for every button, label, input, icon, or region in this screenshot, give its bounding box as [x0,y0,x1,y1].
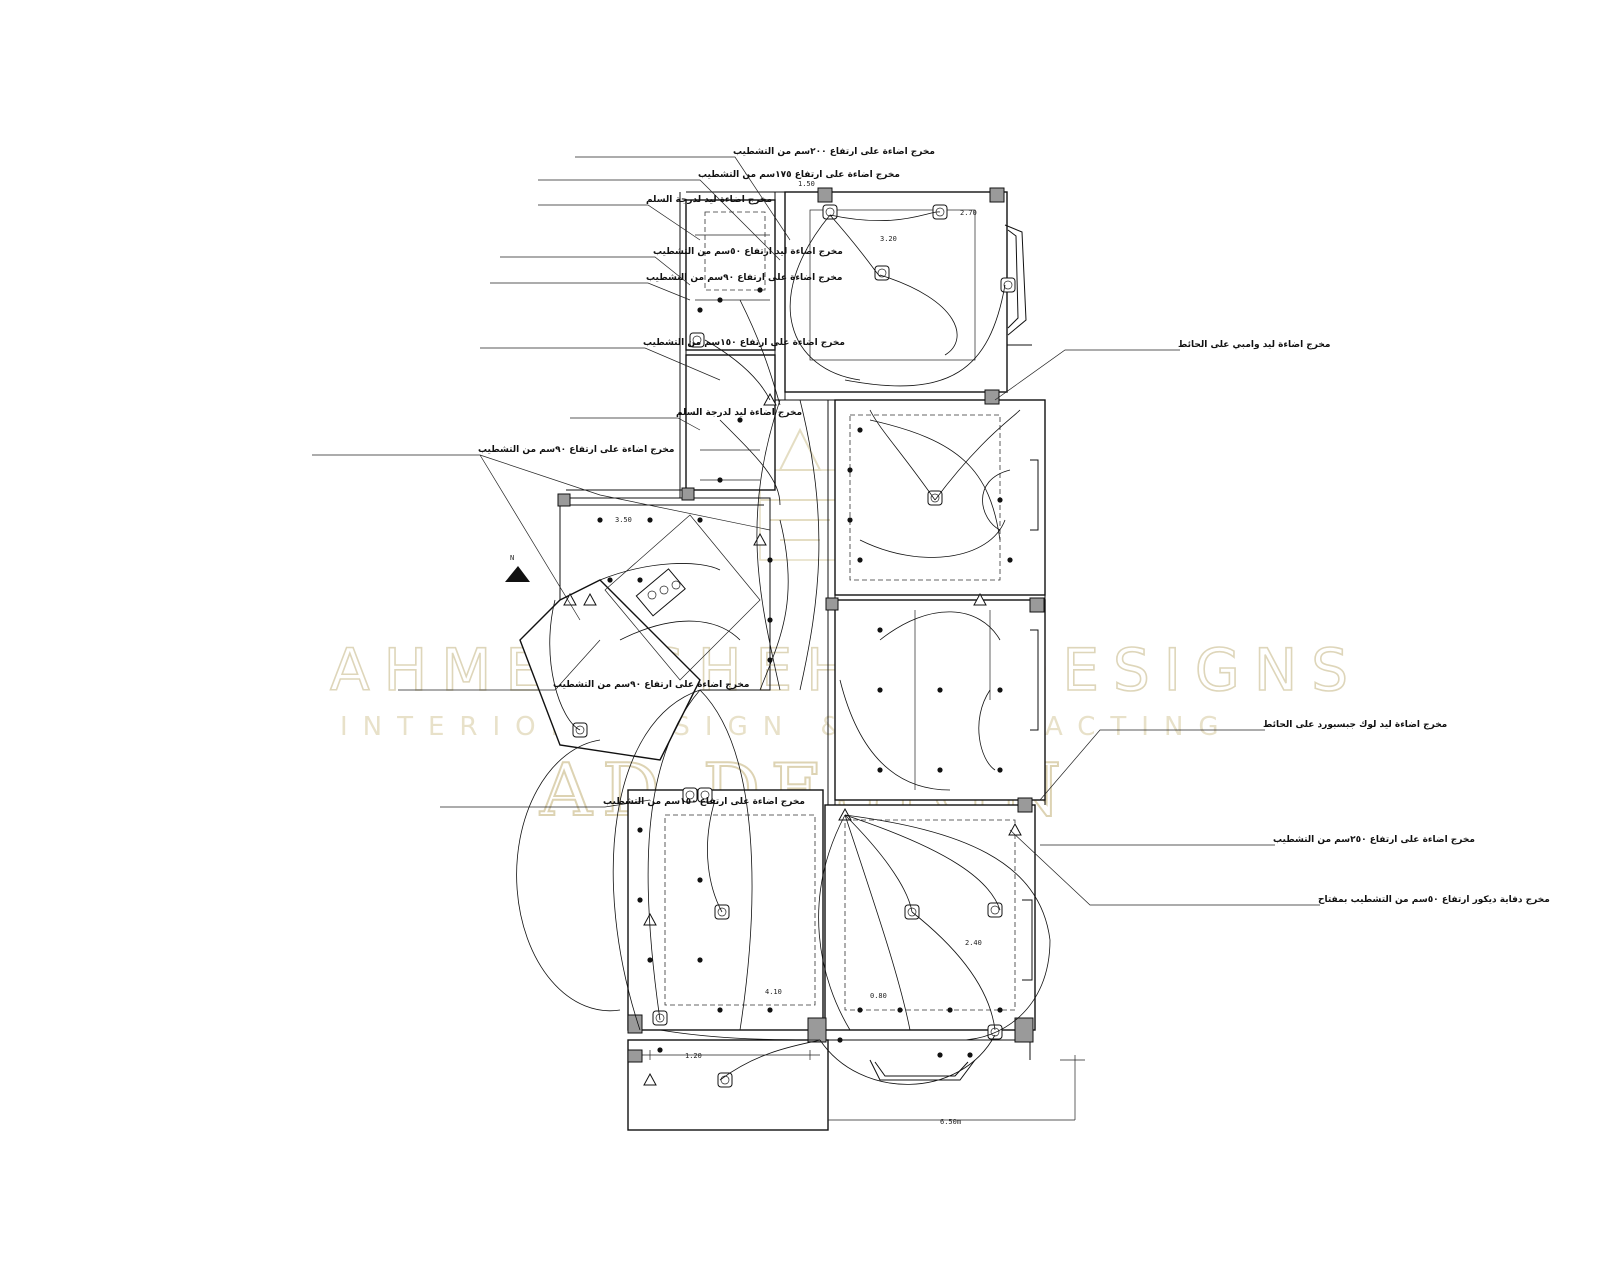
annotation-13: مخرج اضاءة على ارتفاع ٢٥٠سم من التشطيب [1273,835,1475,845]
light-center-icon [700,790,710,800]
dim-d8: 0.80 [870,992,887,1000]
dim-overall: 6.50m [940,1118,961,1126]
annotation-leaders [312,156,1320,906]
dim-d3: 2.70 [960,209,977,217]
dim-d4: 3.50 [615,516,632,524]
light-center-icon [655,1013,665,1023]
spot-light-icon [717,297,723,303]
spot-light-icon [877,687,883,693]
spot-light-icon [597,517,603,523]
spot-light-icon [637,897,643,903]
spot-light-icon [637,827,643,833]
ceiling-light-icon [697,787,713,803]
spot-light-icon [857,1007,863,1013]
dim-d1: 1.50 [798,180,815,188]
light-center-icon [1003,280,1013,290]
dim-d6: 2.40 [965,939,982,947]
spot-light-icon [647,957,653,963]
spot-light-icon [697,957,703,963]
light-center-icon [825,207,835,217]
spot-light-icon [967,1052,973,1058]
annotation-6: مخرج اضاءة على ارتفاع ١٥٠سم من التشطيب [643,338,845,348]
north-arrow-icon: N [505,554,530,582]
light-fixtures [563,204,1022,1088]
spot-light-icon [637,577,643,583]
ceiling-light-icon [682,787,698,803]
light-center-icon [717,907,727,917]
switch-marker-icon [973,592,987,606]
spot-light-icon [647,517,653,523]
spot-light-icon [847,517,853,523]
wiring [516,211,1051,1085]
annotation-1: مخرج اضاءة على ارتفاع ٢٠٠سم من التشطيب [733,147,935,157]
spot-light-icon [697,307,703,313]
spot-light-icon [737,417,743,423]
spot-light-icon [767,1007,773,1013]
spot-light-icon [697,517,703,523]
spot-light-icon [857,557,863,563]
switch-marker-icon [753,532,767,546]
light-center-icon [877,268,887,278]
watermark-line2: INTERIOR DESIGN & CONTRACTING [340,712,1234,742]
annotation-10: مخرج اضاءة على ارتفاع ١٥٠سم من التشطيب [603,797,805,807]
annotation-3: مخرج اضاءة ليد لدرجة السلم [646,195,772,205]
annotation-4: مخرج اضاءة ليد ارتفاع ٥٠سم من التشطيب [653,247,843,257]
spot-light-icon [997,1007,1003,1013]
spot-light-icon [757,287,763,293]
dimension-labels: 6.50m 1.50 3.20 2.70 3.50 4.10 2.40 1.20… [615,180,982,1126]
annotation-8: مخرج اضاءة على ارتفاع ٩٠سم من التشطيب [478,445,674,455]
dim-d2: 3.20 [880,235,897,243]
spot-light-icon [717,1007,723,1013]
spot-light-icon [997,767,1003,773]
annotation-5: مخرج اضاءة على ارتفاع ٩٠سم من التشطيب [646,273,842,283]
spot-light-icon [997,687,1003,693]
north-label: N [510,554,514,562]
structural-columns [557,187,1045,1063]
spot-light-icon [847,467,853,473]
spot-light-icon [857,427,863,433]
switch-marker-icon [563,592,577,606]
light-center-icon [990,905,1000,915]
light-center-icon [692,335,702,345]
light-center-icon [685,790,695,800]
wall-structure [519,191,1085,1131]
light-center-icon [907,907,917,917]
spot-light-icon [697,877,703,883]
annotation-texts: مخرج اضاءة على ارتفاع ٢٠٠سم من التشطيب م… [478,147,1550,905]
ceiling-light-icon [1000,277,1016,293]
ceiling-light-icon [822,204,838,220]
annotation-7: مخرج اضاءة ليد لدرجة السلم [676,408,802,418]
annotation-11: مخرج اضاءة ليد وامبي على الحائط [1178,340,1330,350]
spot-light-icon [937,767,943,773]
spot-light-icon [607,577,613,583]
switch-marker-icon [583,592,597,606]
spot-light-icon [877,767,883,773]
spot-light-icon [997,497,1003,503]
spot-light-icon [767,557,773,563]
ceiling-light-icon [987,1024,1003,1040]
dim-d5: 4.10 [765,988,782,996]
annotation-14: مخرج دفاية ديكور ارتفاع ٥٠سم من التشطيب … [1318,895,1550,905]
spot-light-icon [877,627,883,633]
spot-light-icon [657,1047,663,1053]
light-center-icon [930,493,940,503]
dim-d7: 1.20 [685,1052,702,1060]
switch-marker-icon [838,807,852,821]
annotation-12: مخرج اضاءة ليد لوك جبسبورد على الحائط [1263,720,1447,730]
spot-light-icon [897,1007,903,1013]
spot-light-icon [837,1037,843,1043]
ceiling-light-icon [717,1072,733,1088]
annotation-2: مخرج اضاءة على ارتفاع ١٧٥سم من التشطيب [698,170,900,180]
spot-light-icon [947,1007,953,1013]
spot-light-icon [717,477,723,483]
switch-marker-icon [643,1072,657,1086]
ceiling-light-icon [689,332,705,348]
spot-light-icon [767,617,773,623]
annotation-9: مخرج اضاءة على ارتفاع ٩٠سم من التشطيب [553,680,749,690]
spot-light-icon [937,1052,943,1058]
spot-light-icon [937,687,943,693]
spot-light-icon [1007,557,1013,563]
light-center-icon [575,725,585,735]
